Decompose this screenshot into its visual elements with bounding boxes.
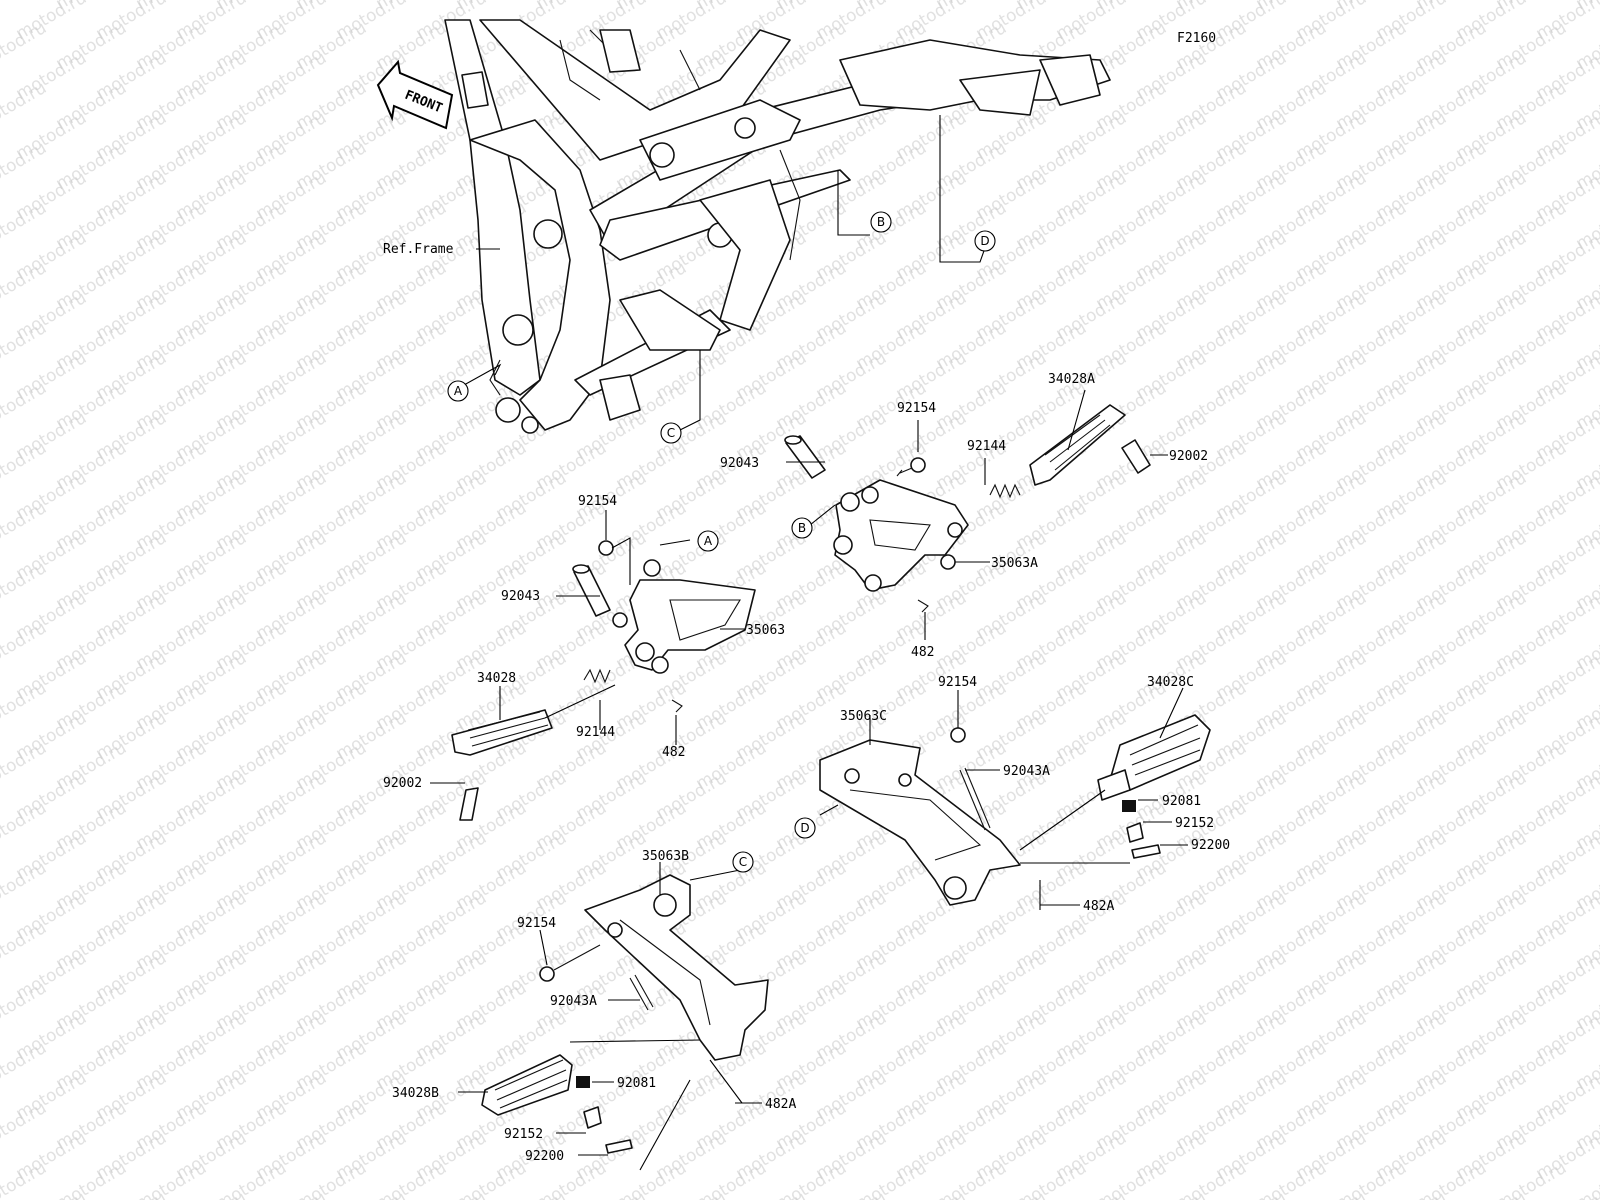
- label-482A-lower-right: 482A: [1083, 899, 1114, 914]
- watermark: motod.ru: [1253, 1158, 1331, 1200]
- ref-frame-label: Ref.Frame: [383, 242, 454, 257]
- label-92200-bottom: 92200: [525, 1149, 564, 1164]
- label-92043-mid: 92043: [501, 589, 540, 604]
- callout-c-frame: C: [660, 422, 682, 444]
- svg-text:A: A: [704, 534, 713, 548]
- watermark: motod.ru: [0, 738, 50, 794]
- label-92154-bottom: 92154: [517, 916, 556, 931]
- label-35063: 35063: [746, 623, 785, 638]
- svg-text:C: C: [667, 426, 675, 440]
- front-arrow-icon: FRONT: [376, 59, 454, 130]
- label-482-mid: 482: [662, 745, 685, 760]
- label-35063A: 35063A: [991, 556, 1038, 571]
- callout-circles: A B C D B A D C: [447, 211, 996, 873]
- watermark: motod.ru: [0, 678, 50, 734]
- watermark: motod.ru: [0, 1038, 50, 1094]
- diagram-code: F2160: [1177, 31, 1216, 46]
- callout-d-assembly: D: [794, 817, 816, 839]
- callout-b-assembly: B: [791, 517, 813, 539]
- label-34028C: 34028C: [1147, 675, 1194, 690]
- watermark: motod.ru: [0, 318, 50, 374]
- watermark: motod.ru: [613, 1158, 691, 1200]
- svg-text:B: B: [798, 521, 806, 535]
- watermark: motod.ru: [1413, 1158, 1491, 1200]
- watermark: motod.ru: [0, 498, 50, 554]
- watermark: motod.ru: [1173, 1158, 1251, 1200]
- watermark: motod.ru: [133, 1158, 211, 1200]
- label-92200-lower-right: 92200: [1191, 838, 1230, 853]
- callout-a-frame: A: [447, 380, 469, 402]
- label-92002-upper: 92002: [1169, 449, 1208, 464]
- label-92154-lower-right: 92154: [938, 675, 977, 690]
- watermark: motod.ru: [0, 798, 50, 854]
- watermark: motod.ru: [1093, 1158, 1171, 1200]
- watermark: motod.ru: [1333, 1158, 1411, 1200]
- watermark: motod.ru: [53, 1158, 131, 1200]
- label-92152-lower-right: 92152: [1175, 816, 1214, 831]
- label-34028B: 34028B: [392, 1086, 439, 1101]
- watermark: motod.ru: [0, 198, 50, 254]
- label-35063B: 35063B: [642, 849, 689, 864]
- svg-text:C: C: [739, 855, 747, 869]
- watermark: motod.ru: [373, 1158, 451, 1200]
- watermark: motod.ru: [453, 1158, 531, 1200]
- watermark: motod.ru: [0, 138, 50, 194]
- svg-text:D: D: [980, 234, 989, 248]
- frame-drawing: [444, 19, 1111, 434]
- label-34028: 34028: [477, 671, 516, 686]
- label-35063C: 35063C: [840, 709, 887, 724]
- assembly-35063B: [481, 874, 769, 1154]
- callout-a-assembly: A: [697, 530, 719, 552]
- label-92144-upper: 92144: [967, 439, 1006, 454]
- watermark: motod.ru: [0, 78, 50, 134]
- watermark: motod.ru: [293, 1158, 371, 1200]
- label-92152-bottom: 92152: [504, 1127, 543, 1142]
- watermark: motod.ru: [0, 618, 50, 674]
- watermark: motod.ru: [0, 978, 50, 1034]
- label-92043-upper: 92043: [720, 456, 759, 471]
- watermark: motod.ru: [693, 1158, 771, 1200]
- label-92154-mid: 92154: [578, 494, 617, 509]
- callout-c-assembly: C: [732, 851, 754, 873]
- label-92002-mid: 92002: [383, 776, 422, 791]
- svg-text:A: A: [454, 384, 463, 398]
- watermark: motod.ru: [773, 1158, 851, 1200]
- watermark: motod.ru: [0, 558, 50, 614]
- watermark: motod.ru: [1493, 1158, 1571, 1200]
- watermark: motod.ru: [0, 18, 50, 74]
- label-92043A-lower-right: 92043A: [1003, 764, 1050, 779]
- svg-text:D: D: [800, 821, 809, 835]
- part-number-labels: 34028A 92154 92144 92043 92002 35063A 48…: [383, 372, 1230, 1164]
- watermark: motod.ru: [213, 1158, 291, 1200]
- watermark: motod.ru: [0, 378, 50, 434]
- assembly-35063A: [784, 404, 1151, 613]
- watermark: motod.ru: [0, 1098, 50, 1154]
- label-92081-lower-right: 92081: [1162, 794, 1201, 809]
- watermark: motod.ru: [0, 858, 50, 914]
- assembly-35063: [451, 540, 756, 821]
- watermark: motod.ru: [853, 1158, 931, 1200]
- label-92081-bottom: 92081: [617, 1076, 656, 1091]
- watermark: motod.ru: [0, 258, 50, 314]
- label-92154-upper: 92154: [897, 401, 936, 416]
- watermark: motod.ru: [0, 438, 50, 494]
- label-482A-bottom: 482A: [765, 1097, 796, 1112]
- callout-d-frame: D: [974, 230, 996, 252]
- label-482-upper: 482: [911, 645, 934, 660]
- label-92144-mid: 92144: [576, 725, 615, 740]
- label-92043A-bottom: 92043A: [550, 994, 597, 1009]
- svg-text:B: B: [877, 215, 885, 229]
- label-34028A: 34028A: [1048, 372, 1095, 387]
- watermark: motod.ru: [1013, 1158, 1091, 1200]
- watermark: motod.ru: [933, 1158, 1011, 1200]
- assembly-35063C: [819, 714, 1211, 906]
- callout-b-frame: B: [870, 211, 892, 233]
- watermark: motod.ru: [0, 918, 50, 974]
- watermark: motod.ru: [533, 1158, 611, 1200]
